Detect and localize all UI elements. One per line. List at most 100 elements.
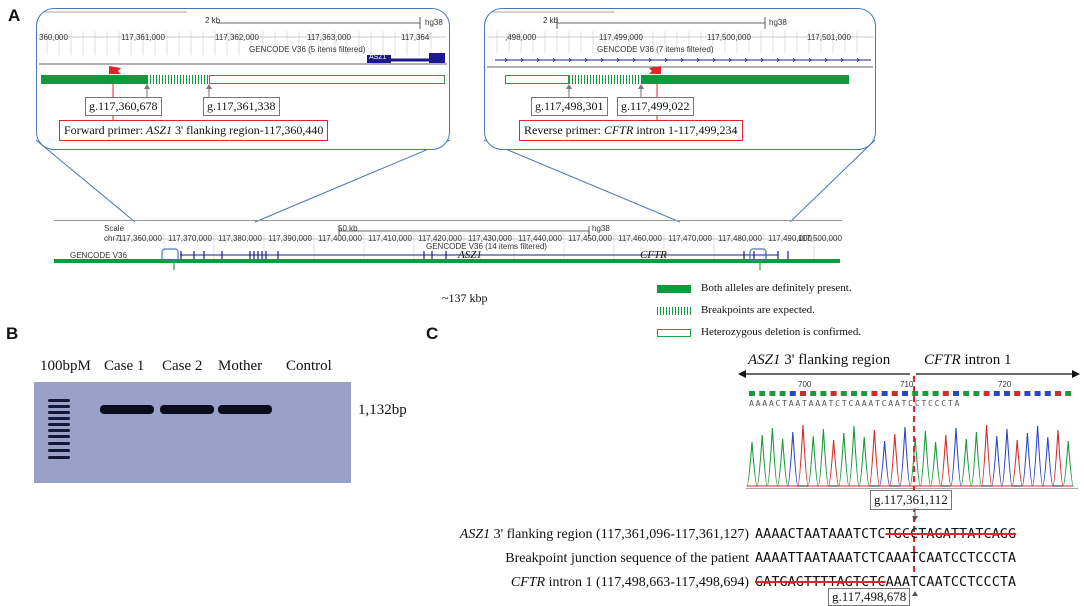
legend-label-deletion: Heterozygous deletion is confirmed. — [701, 326, 862, 338]
quality-bar — [840, 391, 847, 396]
quality-bar — [1034, 391, 1041, 396]
quality-bar — [820, 391, 827, 396]
zoom-right-assembly: hg38 — [769, 18, 787, 27]
overview-tick: 117,440,000 — [518, 234, 562, 243]
breakpoint-arrow-down-icon — [912, 508, 918, 521]
seq-row-cftr-sequence: GATGAGTTTTAGTCTCAAATCAATCCTCCCTA — [755, 575, 1016, 590]
quality-bar — [1004, 391, 1010, 396]
quality-bar — [932, 391, 939, 396]
quality-bar — [1014, 391, 1021, 396]
breakpoint-dashed-line — [913, 376, 915, 572]
left-track-deletion — [209, 75, 445, 84]
overview-tick: 117,480,000 — [718, 234, 762, 243]
overview-tick: 117,390,000 — [268, 234, 312, 243]
seq-row-junction-label: Breakpoint junction sequence of the pati… — [505, 551, 749, 566]
ladder-band — [48, 435, 70, 438]
quality-bar — [769, 391, 776, 396]
quality-bar — [830, 391, 837, 396]
reverse-primer-box: Reverse primer: CFTR intron 1-117,499,23… — [519, 120, 743, 141]
quality-bar — [953, 391, 959, 396]
reverse-primer-suffix: intron 1-117,499,234 — [633, 123, 738, 137]
zoom-panel-left: 2 kb hg38 360,000 117,361,000 117,362,00… — [36, 8, 450, 150]
region-right-gene: CFTR — [924, 352, 961, 368]
chromatogram-pos-700: 700 — [798, 380, 812, 389]
quality-bar — [1055, 391, 1061, 396]
breakpoint-marker-top: g.117,361,112 — [870, 490, 952, 510]
region-left-rest: 3' flanking region — [780, 352, 891, 368]
breakpoint-marker-bottom: g.117,498,678 — [828, 588, 911, 606]
zoom-right-tick-3: 117,500,000 — [707, 33, 751, 42]
left-track-present — [41, 75, 147, 84]
quality-bar — [963, 391, 970, 396]
ladder-band — [48, 399, 70, 402]
trace-t — [746, 424, 1074, 487]
zoom-left-tick-5: 117,364 — [401, 33, 430, 42]
region-right-rest: intron 1 — [960, 352, 1012, 368]
legend-swatch-present — [657, 285, 691, 293]
forward-primer-box: Forward primer: ASZ1 3' flanking region-… — [59, 120, 329, 141]
quality-bar — [861, 391, 868, 396]
legend-swatch-breakpoints — [657, 307, 691, 315]
ladder-band — [48, 456, 70, 459]
quality-bar — [851, 391, 857, 396]
quality-bar — [973, 391, 980, 396]
seq-row-junction-sequence: AAAATTAATAAATCTCAAATCAATCCTCCCTA — [755, 551, 1017, 566]
gel-band-case1 — [100, 405, 154, 414]
zoom-left-tick-1: 360,000 — [39, 33, 68, 42]
gel-lane-label-case2: Case 2 — [162, 358, 203, 374]
zoom-right-tick-1: ,498,000 — [505, 33, 537, 42]
ladder-band — [48, 449, 70, 452]
ladder-band — [48, 417, 70, 420]
quality-bar — [912, 391, 919, 396]
overview-tick: 117,360,000 — [118, 234, 162, 243]
overview-gene-asz1: ASZ1 — [458, 249, 482, 261]
left-breakpoint-marker-1: g.117,360,678 — [85, 97, 162, 116]
forward-primer-gene: ASZ1 — [145, 123, 172, 137]
zoom-left-gene-box-label: ASZ1 — [369, 54, 387, 61]
gel-lane-label-case1: Case 1 — [104, 358, 145, 374]
forward-primer-suffix: 3' flanking region-117,360,440 — [172, 123, 324, 137]
quality-bar — [993, 391, 1000, 396]
quality-bar — [1044, 391, 1051, 396]
overview-scale-label: 50 kb — [338, 224, 358, 233]
trace-a — [746, 425, 1074, 487]
quality-bar — [942, 391, 949, 396]
left-track-breakpoints — [147, 75, 209, 84]
overview-tick: 117,460,000 — [618, 234, 662, 243]
legend-label-breakpoints: Breakpoints are expected. — [701, 304, 815, 316]
overview-tick: 117,490,000 — [768, 234, 812, 243]
gel-lane-label-ladder: 100bpM — [40, 358, 91, 374]
region-left-gene: ASZ1 — [748, 352, 781, 368]
overview-tick: 117,410,000 — [368, 234, 412, 243]
quality-bar — [810, 391, 817, 396]
overview-tick: 117,500,000 — [798, 234, 842, 243]
overview-gene-cftr: CFTR — [640, 249, 667, 261]
right-marker-lines — [566, 83, 658, 125]
zoom-left-gencode: GENCODE V36 (5 items filtered) — [249, 45, 366, 54]
zoom-left-ruler — [39, 11, 447, 65]
chromatogram-traces — [746, 424, 1074, 487]
chromatogram-pos-720: 720 — [998, 380, 1012, 389]
overview-ruler — [54, 226, 840, 270]
gel-image — [34, 382, 351, 483]
quality-bar — [759, 391, 766, 396]
overview-tick: 117,400,000 — [318, 234, 362, 243]
seq-row-cftr-gene: CFTR — [510, 575, 546, 590]
seq-row-asz1-text: 3' flanking region (117,361,096-117,361,… — [490, 527, 749, 542]
right-track-present — [641, 75, 849, 84]
zoom-right-gencode: GENCODE V36 (7 items filtered) — [597, 45, 714, 54]
overview-gencode-left: GENCODE V36 — [70, 251, 127, 260]
seq-asz1-retained: AAAACTAATAAATCTC — [755, 527, 886, 542]
zoom-right-ruler — [487, 11, 873, 68]
gel-band-mother — [218, 405, 272, 414]
gel-size-label: 1,132bp — [358, 402, 407, 418]
quality-bar — [983, 391, 990, 396]
quality-bar — [749, 391, 755, 396]
overview-chrom: chr7: — [104, 234, 122, 243]
gel-lane-label-control: Control — [286, 358, 332, 374]
zoom-left-tick-4: 117,363,000 — [307, 33, 351, 42]
zoom-left-scale-label: 2 kb — [205, 16, 221, 25]
ladder-band — [48, 411, 70, 414]
region-arrows — [738, 370, 1080, 378]
panel-b-label: B — [6, 324, 19, 343]
